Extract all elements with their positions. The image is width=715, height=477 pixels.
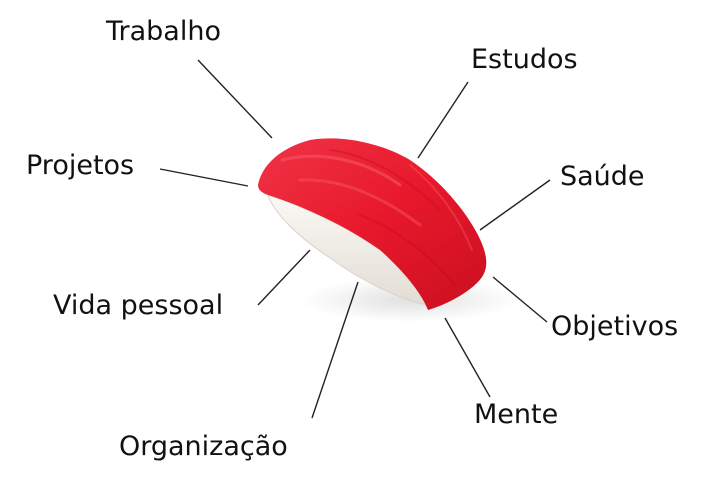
leader-lines <box>159 59 551 419</box>
tuna-slice <box>258 138 487 310</box>
label-vida-pessoal: Vida pessoal <box>53 290 224 321</box>
leader-line-objetivos <box>492 276 548 323</box>
leader-line-trabalho <box>197 59 273 139</box>
label-saude: Saúde <box>560 161 645 192</box>
label-estudos: Estudos <box>471 44 578 75</box>
tuna-striations <box>280 149 473 286</box>
leader-line-vida-pessoal <box>257 249 311 306</box>
leader-line-mente <box>444 317 491 398</box>
label-mente: Mente <box>474 399 559 430</box>
label-objetivos: Objetivos <box>551 311 679 342</box>
leader-line-saude <box>479 179 551 231</box>
leader-line-organizacao <box>311 281 359 419</box>
label-projetos: Projetos <box>26 150 135 181</box>
label-trabalho: Trabalho <box>106 16 221 47</box>
leader-line-projetos <box>159 168 249 187</box>
label-organizacao: Organização <box>119 431 288 462</box>
leader-line-estudos <box>417 81 469 159</box>
